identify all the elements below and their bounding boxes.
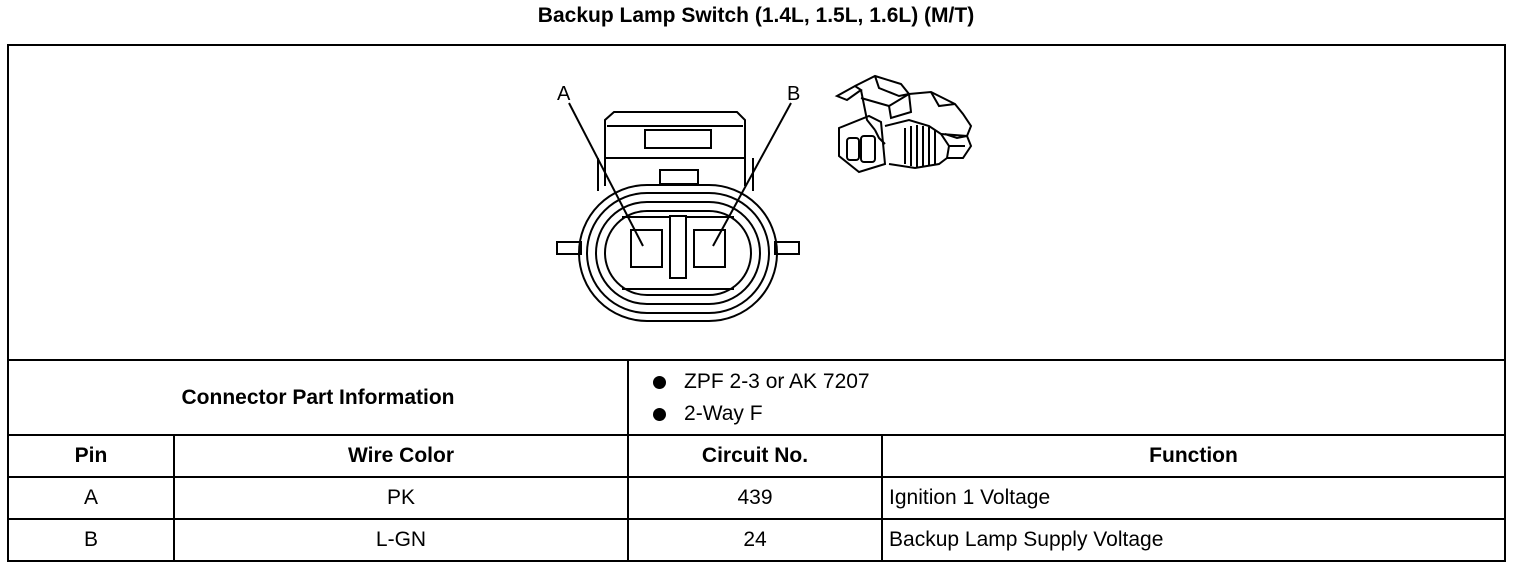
list-item: 2-Way F (651, 398, 1504, 430)
connector-part-info-label: Connector Part Information (9, 359, 630, 436)
header-pin: Pin (9, 434, 175, 478)
pin-a-label: A (557, 83, 571, 105)
cell-wire-color: PK (172, 476, 630, 520)
header-function: Function (881, 434, 1504, 478)
connector-frame: A B (7, 44, 1506, 562)
header-wire-color: Wire Color (172, 434, 630, 478)
list-item: ZPF 2-3 or AK 7207 (651, 366, 1504, 398)
cell-circuit-no: 439 (627, 476, 884, 520)
cell-function: Ignition 1 Voltage (881, 476, 1504, 520)
table-row: A PK 439 Ignition 1 Voltage (9, 476, 1504, 520)
table-row: B L-GN 24 Backup Lamp Supply Voltage (9, 518, 1504, 560)
connector-part-info-list: ZPF 2-3 or AK 7207 2-Way F (627, 359, 1504, 436)
cell-pin: B (9, 518, 175, 560)
connector-pin-table: Connector Part Information ZPF 2-3 or AK… (9, 359, 1504, 560)
cell-function: Backup Lamp Supply Voltage (881, 518, 1504, 560)
connector-face-drawing: A B (556, 74, 973, 322)
connector-part-info-row: Connector Part Information ZPF 2-3 or AK… (9, 359, 1504, 436)
page-title: Backup Lamp Switch (1.4L, 1.5L, 1.6L) (M… (537, 4, 975, 27)
cell-wire-color: L-GN (172, 518, 630, 560)
cell-pin: A (9, 476, 175, 520)
cell-circuit-no: 24 (627, 518, 884, 560)
connector-diagram: A B (9, 46, 1504, 361)
table-header-row: Pin Wire Color Circuit No. Function (9, 434, 1504, 478)
header-circuit-no: Circuit No. (627, 434, 884, 478)
pin-b-label: B (787, 83, 800, 105)
connector-isometric-sketch (834, 74, 973, 174)
